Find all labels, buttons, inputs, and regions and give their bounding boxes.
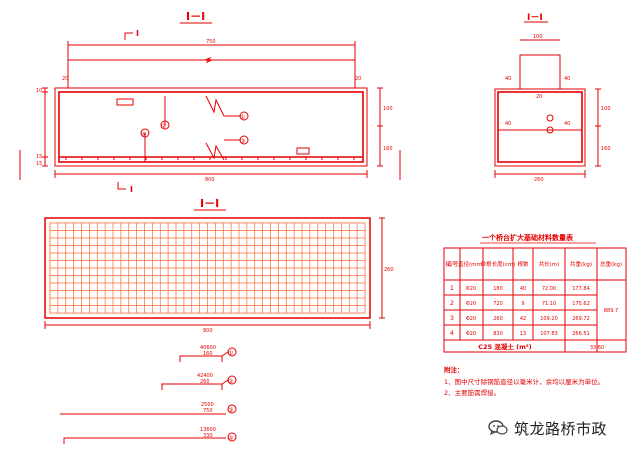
rebar-1-dim1: 40600: [200, 345, 216, 351]
notes: 附注： 1、图中尺寸除钢筋直径以毫米计，余均以厘米为单位。 2、主要筋需焊接。: [444, 365, 604, 397]
row4-len: 830: [493, 331, 503, 337]
row1-cnt: 40: [520, 286, 526, 292]
elevation-dim-right-1: 100: [383, 106, 393, 112]
elevation-dim-end-left: 20: [62, 76, 68, 82]
row1-no: 1: [450, 284, 454, 292]
rebar-2-num: ②: [228, 378, 234, 385]
table-header-length: 单根长度(cm): [481, 260, 516, 268]
row1-len: 180: [493, 286, 503, 292]
rebar-1-num: ①: [228, 350, 233, 357]
notes-item-1: 1、图中尺寸除钢筋直径以毫米计，余均以厘米为单位。: [444, 377, 604, 386]
elevation-dim-end-right: 20: [355, 76, 361, 82]
watermark: 筑龙路桥市政: [488, 416, 628, 440]
notes-title: 附注：: [444, 365, 464, 374]
cross-dim-small-1: 40: [505, 76, 511, 82]
cross-dim-top: 100: [533, 34, 543, 40]
table-header-gross-weight: 总重(kg): [600, 260, 622, 268]
elevation-dim-right-2: 160: [383, 146, 393, 152]
rebar-2-dim2: 260: [200, 379, 210, 385]
rebar-1-dim2: 160: [203, 351, 213, 357]
row4-cnt: 13: [520, 331, 526, 337]
cross-dim-small-4: 40: [505, 121, 511, 127]
elevation-dim-left-3: 15: [36, 161, 42, 167]
row1-dia: Φ20: [466, 286, 476, 292]
row4-twt: 266.51: [572, 331, 590, 337]
section-mark-top-label: I: [136, 29, 139, 38]
elevation-dim-left-2: 15: [36, 154, 42, 160]
row3-no: 3: [450, 314, 454, 322]
row3-tlen: 109.20: [540, 316, 558, 322]
row1-twt: 177.84: [572, 286, 590, 292]
plan-dim-bottom: 800: [203, 328, 213, 334]
cross-dim-small-3: 20: [536, 94, 542, 100]
rebar-4-dim2: 330: [203, 433, 213, 439]
table-header-no: 编号: [446, 259, 460, 268]
row3-cnt: 42: [520, 316, 526, 322]
row2-no: 2: [450, 299, 454, 307]
table-header-count: 根数: [517, 260, 529, 268]
row4-dia: Φ20: [466, 331, 476, 337]
row3-twt: 269.72: [572, 316, 590, 322]
row2-cnt: 9: [521, 301, 524, 307]
cross-dim-bottom: 260: [534, 177, 544, 183]
bar-callout-3: ③: [240, 138, 245, 145]
row3-dia: Φ20: [466, 316, 476, 322]
row4-no: 4: [450, 329, 454, 337]
concrete-value: 33.60: [590, 345, 604, 351]
row1-tlen: 72.00: [542, 286, 556, 292]
rebar-3-dim2: 750: [203, 408, 213, 414]
row4-tlen: 107.83: [540, 331, 558, 337]
notes-item-2: 2、主要筋需焊接。: [444, 388, 500, 397]
table-header-total-weight: 共重(kg): [570, 260, 592, 268]
rebar-details: ① 40600 160 ② 42400 260 ③ 2500 750 ④ 136…: [60, 345, 237, 444]
row2-dia: Φ20: [466, 301, 476, 307]
section-mark-bottom: [117, 182, 126, 190]
cross-dim-right-2: 160: [601, 146, 611, 152]
cross-dim-right-1: 100: [601, 106, 611, 112]
cross-section-title: I－I: [527, 13, 543, 23]
rebar-3-dim1: 2500: [201, 402, 214, 408]
row2-twt: 175.62: [572, 301, 590, 307]
elevation-dim-left-1: 10: [36, 88, 42, 94]
table-title: 一个桥台扩大基础材料数量表: [482, 233, 574, 242]
elevation-title: I－I: [186, 10, 205, 23]
elevation-dim-top: 750: [206, 39, 216, 45]
rebar-3-num: ③: [228, 407, 233, 414]
elevation-view: I－I I 750 20 20: [19, 10, 401, 194]
row3-len: 260: [493, 316, 503, 322]
elevation-dim-bottom: 800: [205, 177, 215, 183]
table-header-diameter: 直径(mm): [458, 260, 484, 268]
rebar-2-dim1: 42400: [197, 373, 213, 379]
rebar-4-num: ④: [228, 435, 233, 442]
concrete-label: C25 混凝土 (m³): [478, 342, 531, 351]
cross-dim-small-2: 40: [564, 76, 570, 82]
section-mark-bottom-label: I: [130, 185, 133, 194]
cross-section-view: I－I 100 40 40 20 40 40 100 160 260: [494, 13, 611, 183]
row2-len: 720: [493, 301, 503, 307]
plan-rebar-grid: [50, 223, 365, 313]
bar-callout-1: ①: [240, 114, 245, 121]
rebar-4-dim1: 13600: [200, 427, 216, 433]
table-header-total-length: 共长(m): [539, 260, 560, 268]
watermark-text: 筑龙路桥市政: [514, 419, 608, 438]
cross-dim-small-5: 40: [564, 121, 570, 127]
row2-gross: 889.7: [604, 308, 618, 314]
material-table-text: 编号 直径(mm) 单根长度(cm) 根数 共长(m) 共重(kg) 总重(kg…: [446, 259, 622, 351]
bar-callout-4: ④: [141, 131, 146, 138]
plan-view: I－I 260 800: [44, 197, 394, 334]
material-table: 一个桥台扩大基础材料数量表: [443, 233, 627, 353]
section-mark-top: [124, 32, 133, 40]
row2-tlen: 71.10: [542, 301, 556, 307]
plan-title: I－I: [200, 197, 219, 210]
wechat-logo-icon: [488, 420, 508, 436]
bar-callout-2: ②: [161, 123, 167, 130]
plan-dim-right: 260: [384, 267, 394, 273]
